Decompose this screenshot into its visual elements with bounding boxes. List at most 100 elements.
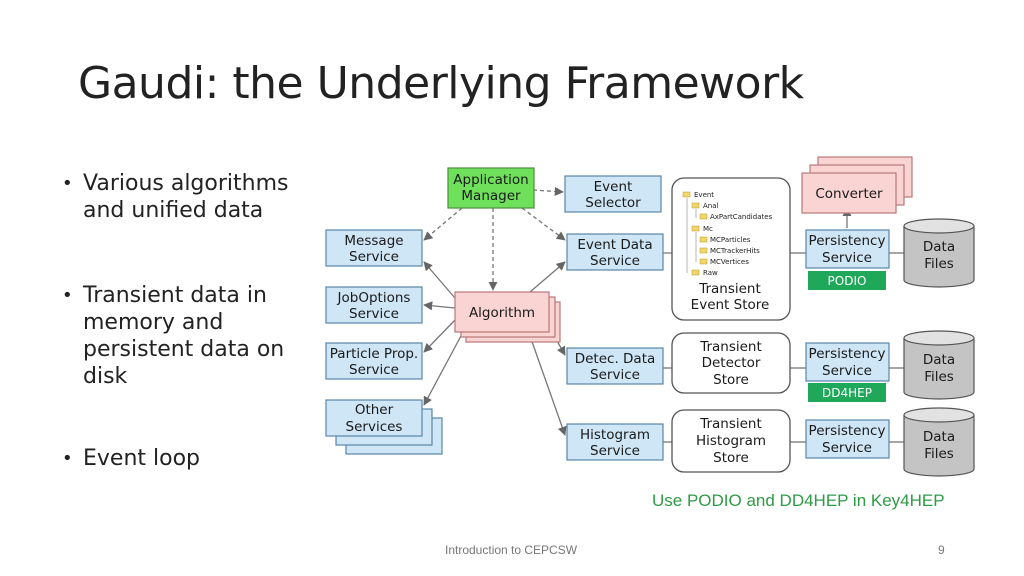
slide-footer: Introduction to CEPCSW bbox=[445, 543, 578, 557]
persistency-service-label: Persistency bbox=[809, 346, 886, 362]
persistency-service-box: Persistency Service bbox=[805, 342, 890, 382]
bullet-dot-icon: • bbox=[62, 285, 73, 306]
persistency-service-label: Service bbox=[822, 440, 872, 456]
tree-item: MCParticles bbox=[710, 236, 751, 244]
bullet-line: memory and bbox=[83, 310, 224, 335]
data-files-cylinder: Data Files bbox=[903, 330, 975, 400]
algorithm-label: Algorithm bbox=[469, 305, 535, 321]
bullet-item: • Event loop bbox=[62, 445, 312, 472]
transient-histogram-store-box: Transient Histogram Store bbox=[671, 409, 791, 473]
data-files-label: Data bbox=[923, 352, 955, 368]
application-manager-box: Application Manager bbox=[447, 167, 535, 209]
transient-histogram-store-label: Store bbox=[713, 450, 749, 466]
dd4hep-badge: DD4HEP bbox=[808, 383, 886, 402]
detec-data-service-box: Detec. Data Service bbox=[566, 347, 664, 385]
bullet-line: disk bbox=[83, 364, 128, 389]
arrow-algorithm-histogram bbox=[529, 335, 567, 436]
slide-title: Gaudi: the Underlying Framework bbox=[78, 58, 804, 109]
transient-detector-store-box: Transient Detector Store bbox=[671, 332, 791, 394]
joboptions-service-box: JobOptions Service bbox=[325, 286, 423, 324]
bullet-line: Transient data in bbox=[83, 283, 267, 308]
message-service-label: Message bbox=[344, 233, 403, 249]
joboptions-service-label: Service bbox=[349, 306, 399, 322]
persistency-service-label: Service bbox=[822, 363, 872, 379]
podio-badge: PODIO bbox=[808, 271, 886, 290]
podio-badge-label: PODIO bbox=[828, 274, 867, 288]
folder-icon bbox=[699, 258, 708, 265]
joboptions-service-label: JobOptions bbox=[337, 290, 411, 306]
data-files-cylinder: Data Files bbox=[903, 218, 975, 288]
detec-data-service-label: Detec. Data bbox=[575, 351, 656, 367]
arrow-algorithm-joboptions bbox=[423, 301, 456, 311]
converter-label: Converter bbox=[815, 186, 883, 202]
histogram-service-label: Service bbox=[590, 443, 640, 459]
page-number: 9 bbox=[938, 543, 945, 557]
bullet-dot-icon: • bbox=[62, 173, 73, 194]
tree-item: AxPartCandidates bbox=[710, 213, 773, 221]
arrow-appmgr-eventselector bbox=[532, 186, 564, 196]
arrow-appmgr-message bbox=[423, 207, 463, 241]
persistency-service-label: Persistency bbox=[809, 423, 886, 439]
event-selector-label: Event bbox=[594, 179, 633, 195]
event-selector-label: Selector bbox=[585, 195, 641, 211]
event-tree: Event Anal AxPartCandidates Mc MCParticl… bbox=[682, 191, 773, 277]
arrow-algorithm-eventdata bbox=[529, 261, 566, 293]
histogram-service-label: Histogram bbox=[580, 427, 650, 443]
bullet-line: and unified data bbox=[83, 198, 264, 223]
histogram-service-box: Histogram Service bbox=[566, 423, 664, 461]
persistency-service-label: Service bbox=[822, 250, 872, 266]
algorithm-box: Algorithm bbox=[454, 291, 561, 343]
transient-histogram-store-label: Histogram bbox=[696, 433, 766, 449]
folder-icon bbox=[699, 236, 708, 243]
tree-item: Anal bbox=[703, 202, 719, 210]
data-files-label: Files bbox=[924, 256, 954, 272]
transient-detector-store-label: Store bbox=[713, 372, 749, 388]
event-data-service-label: Event Data bbox=[577, 237, 652, 253]
other-services-box: Other Services bbox=[325, 399, 443, 455]
folder-icon bbox=[682, 191, 691, 198]
application-manager-label: Application bbox=[453, 172, 528, 188]
other-services-label: Other bbox=[355, 402, 394, 418]
message-service-label: Service bbox=[349, 249, 399, 265]
persistency-service-label: Persistency bbox=[809, 233, 886, 249]
transient-event-store-label: Event Store bbox=[691, 297, 770, 313]
data-files-label: Files bbox=[924, 369, 954, 385]
bullet-line: Various algorithms bbox=[83, 171, 289, 196]
transient-event-store-label: Transient bbox=[698, 281, 761, 297]
transient-detector-store-label: Transient bbox=[699, 339, 762, 355]
bullet-line: persistent data on bbox=[83, 337, 285, 362]
arrow-algorithm-particleprop bbox=[423, 319, 456, 353]
other-services-label: Services bbox=[346, 419, 403, 435]
message-service-box: Message Service bbox=[325, 229, 423, 267]
transient-event-store-box: Event Anal AxPartCandidates Mc MCParticl… bbox=[671, 177, 791, 321]
event-data-service-box: Event Data Service bbox=[566, 233, 664, 271]
detec-data-service-label: Service bbox=[590, 367, 640, 383]
data-files-cylinder: Data Files bbox=[903, 407, 975, 477]
persistency-service-box: Persistency Service bbox=[805, 419, 890, 459]
data-files-label: Data bbox=[923, 239, 955, 255]
particle-prop-service-box: Particle Prop. Service bbox=[325, 342, 423, 380]
bullet-line: Event loop bbox=[83, 446, 201, 471]
arrow-algorithm-message bbox=[423, 261, 456, 299]
persistency-service-box: Persistency Service bbox=[805, 229, 890, 269]
particle-prop-service-label: Service bbox=[349, 362, 399, 378]
converter-box: Converter bbox=[801, 156, 913, 214]
particle-prop-service-label: Particle Prop. bbox=[330, 346, 418, 362]
folder-icon bbox=[699, 213, 708, 220]
transient-detector-store-label: Detector bbox=[702, 355, 761, 371]
folder-icon bbox=[691, 202, 700, 209]
arrow-appmgr-eventdata bbox=[521, 207, 566, 241]
dd4hep-badge-label: DD4HEP bbox=[822, 386, 872, 400]
bullet-dot-icon: • bbox=[62, 448, 73, 469]
data-files-label: Files bbox=[924, 446, 954, 462]
data-files-label: Data bbox=[923, 429, 955, 445]
folder-icon bbox=[691, 269, 700, 276]
event-data-service-label: Service bbox=[590, 253, 640, 269]
folder-icon bbox=[699, 247, 708, 254]
tree-item: Mc bbox=[703, 225, 713, 233]
arrow-algorithm-other bbox=[423, 333, 463, 406]
tree-item: MCTrackerHits bbox=[710, 247, 760, 255]
diagram-arrows bbox=[423, 186, 904, 443]
